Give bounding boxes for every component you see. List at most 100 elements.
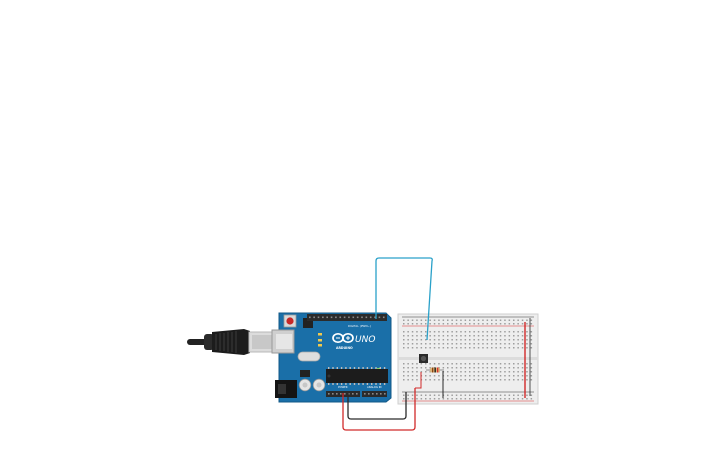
power-wire-red[interactable] (342, 388, 416, 431)
usb-cable-strain-relief (204, 334, 214, 350)
pushbutton-cap[interactable] (420, 355, 427, 362)
breadboard-hole (495, 319, 497, 321)
breadboard-hole (425, 371, 427, 373)
breadboard-hole (477, 331, 480, 333)
breadboard-hole (460, 363, 462, 365)
breadboard-hole (464, 375, 467, 377)
breadboard-hole (473, 394, 475, 396)
chip-pin (336, 383, 338, 385)
header-pin (378, 316, 381, 319)
breadboard-hole (429, 335, 431, 337)
breadboard-hole (438, 319, 440, 321)
breadboard-hole (469, 323, 471, 325)
breadboard-hole (526, 398, 528, 400)
breadboard-hole (420, 319, 423, 321)
breadboard-hole (433, 339, 436, 341)
analog-header[interactable] (362, 391, 387, 397)
pushbutton[interactable] (419, 354, 428, 363)
breadboard-hole (411, 347, 414, 349)
breadboard-hole (526, 379, 528, 381)
breadboard-hole (477, 398, 480, 400)
breadboard-hole (508, 339, 511, 341)
breadboard-hole (513, 347, 515, 349)
digital-header[interactable] (307, 314, 387, 321)
breadboard-hole (442, 335, 445, 337)
breadboard-hole (526, 371, 528, 373)
breadboard-hole (482, 394, 484, 396)
header-pin (380, 393, 382, 395)
breadboard-hole (451, 367, 453, 369)
breadboard-hole (521, 339, 524, 341)
breadboard-hole (455, 319, 458, 321)
usb-cable[interactable] (187, 329, 280, 355)
breadboard-hole (460, 371, 462, 373)
breadboard-hole (455, 398, 458, 400)
breadboard-hole (486, 394, 489, 396)
header-pin (313, 316, 315, 319)
breadboard-hole (403, 343, 405, 345)
breadboard-hole (411, 323, 414, 325)
chip-pin (379, 383, 381, 385)
button-power-wire[interactable] (415, 372, 422, 389)
header-pin (336, 393, 338, 395)
breadboard-hole (433, 331, 436, 333)
breadboard-hole (464, 339, 467, 341)
breadboard-hole (521, 375, 524, 377)
breadboard-hole (425, 375, 427, 377)
breadboard-hole (530, 371, 533, 373)
breadboard-hole (411, 319, 414, 321)
chip-pin (340, 367, 343, 369)
breadboard-hole (416, 363, 418, 365)
breadboard-hole (407, 343, 409, 345)
header-pin (376, 393, 378, 395)
breadboard-hole (438, 323, 440, 325)
breadboard-hole (455, 343, 458, 345)
breadboard-hole (433, 398, 436, 400)
breadboard-hole (447, 363, 449, 365)
breadboard-hole (513, 367, 515, 369)
breadboard-hole (420, 363, 423, 365)
breadboard-hole (460, 375, 462, 377)
breadboard-hole (407, 375, 409, 377)
breadboard-hole (442, 323, 445, 325)
breadboard-hole (517, 331, 519, 333)
breadboard-hole (486, 331, 489, 333)
breadboard-hole (455, 371, 458, 373)
breadboard-hole (504, 347, 506, 349)
breadboard-hole (416, 339, 418, 341)
breadboard-hole (526, 394, 528, 396)
breadboard-hole (530, 335, 533, 337)
usb-cable-boot (212, 329, 250, 355)
breadboard-hole (473, 363, 475, 365)
reset-button-cap[interactable] (286, 317, 294, 325)
breadboard-hole (429, 319, 431, 321)
breadboard-hole (482, 375, 484, 377)
breadboard-hole (469, 379, 471, 381)
signal-wire-blue[interactable] (375, 257, 433, 341)
breadboard-hole (403, 398, 405, 400)
ground-wire-black[interactable] (347, 392, 407, 420)
breadboard-hole (469, 335, 471, 337)
breadboard-hole (473, 367, 475, 369)
breadboard-hole (425, 331, 427, 333)
breadboard-hole (455, 367, 458, 369)
breadboard-hole (403, 319, 405, 321)
breadboard-hole (442, 319, 445, 321)
breadboard-hole (429, 347, 431, 349)
resistor[interactable] (426, 367, 444, 373)
chip-pin (366, 367, 369, 369)
breadboard-hole (438, 363, 440, 365)
breadboard-hole (513, 343, 515, 345)
breadboard-hole (420, 398, 423, 400)
breadboard-hole (504, 335, 506, 337)
arduino-uno[interactable]: DIGITAL (PWM~) UNO ARDUINO POWER ANALOG … (271, 312, 392, 403)
breadboard-hole (499, 335, 502, 337)
breadboard-hole (486, 375, 489, 377)
breadboard-hole (526, 347, 528, 349)
breadboard-hole (521, 335, 524, 337)
breadboard-hole (517, 335, 519, 337)
breadboard-hole (455, 379, 458, 381)
breadboard-hole (438, 375, 440, 377)
breadboard-hole (508, 363, 511, 365)
